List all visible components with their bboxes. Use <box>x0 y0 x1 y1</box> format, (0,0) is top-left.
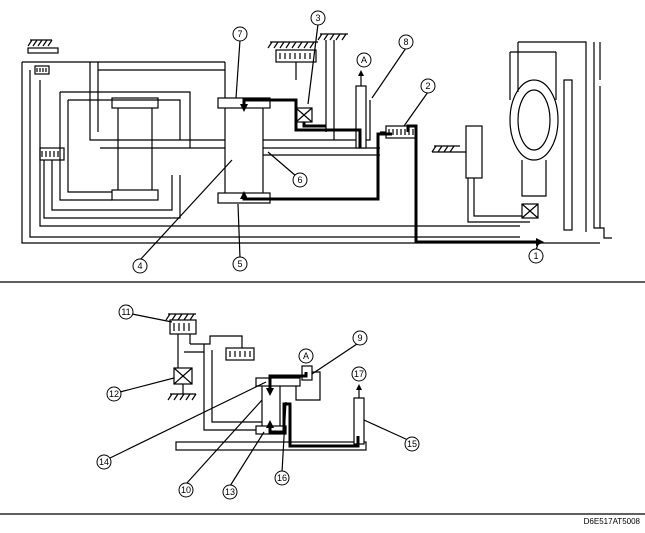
callout-7: 7 <box>237 29 242 39</box>
callout-13: 13 <box>225 487 235 497</box>
callout-8: 8 <box>403 37 408 47</box>
upper-schematic: A <box>21 10 612 274</box>
callout-12: 12 <box>109 389 119 399</box>
callout-1: 1 <box>533 251 538 261</box>
callout-2: 2 <box>425 81 430 91</box>
figure-reference: D6E517AT5008 <box>584 517 641 526</box>
brake-11 <box>165 313 197 401</box>
marker-a-top: A <box>361 55 367 65</box>
clutch-2 <box>380 125 417 139</box>
callout-17: 17 <box>354 369 364 379</box>
callout-4: 4 <box>137 261 142 271</box>
leaders-upper <box>139 23 539 261</box>
callout-10: 10 <box>181 485 191 495</box>
lower-schematic: A 9 10 11 <box>96 304 420 500</box>
callout-6: 6 <box>297 175 302 185</box>
port-a-top: A <box>355 52 372 149</box>
ground-symbol-top-left <box>27 39 59 54</box>
callouts-lower: 9 10 11 12 13 14 15 16 17 <box>96 304 420 500</box>
callout-5: 5 <box>237 259 242 269</box>
top-clutch-pack <box>267 33 348 140</box>
callout-14: 14 <box>99 457 109 467</box>
clutch-lower-pack <box>175 335 367 451</box>
leaders-lower <box>109 313 409 487</box>
callout-3: 3 <box>315 13 320 23</box>
left-clutch-pack <box>34 65 520 227</box>
port-17 <box>353 384 365 445</box>
callouts-upper: 1 2 3 4 5 6 7 8 <box>132 10 544 274</box>
callout-15: 15 <box>407 439 417 449</box>
callout-11: 11 <box>121 307 130 317</box>
planetary-drum <box>59 91 225 201</box>
marker-a-bottom: A <box>303 351 309 361</box>
housing-frame <box>21 61 600 244</box>
callout-9: 9 <box>357 333 362 343</box>
torque-converter <box>431 41 612 239</box>
power-flow-paths-lower <box>266 372 360 448</box>
power-flow-paths <box>240 98 544 246</box>
callout-16: 16 <box>277 473 287 483</box>
